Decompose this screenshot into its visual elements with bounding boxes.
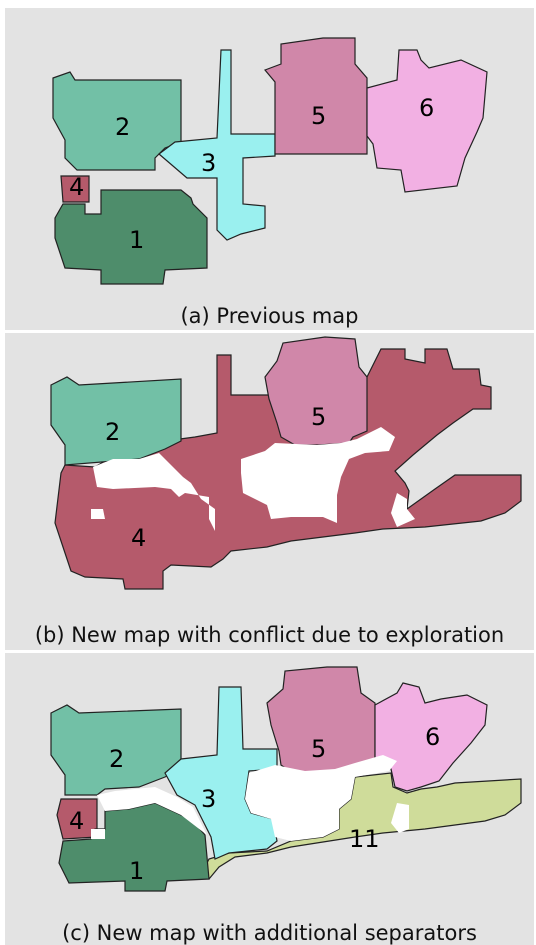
map-separated: 2 4 1 3 5 6 11 [50, 666, 522, 892]
panel-separated-map: 2 4 1 3 5 6 11 (c) New map with addition… [5, 653, 534, 945]
label-region-4: 4 [131, 524, 146, 552]
void-right [391, 803, 409, 833]
label-region-5: 5 [311, 102, 326, 130]
region-6 [374, 682, 488, 792]
void-center [241, 427, 395, 523]
region-1 [54, 189, 208, 285]
label-region-5: 5 [311, 735, 326, 763]
void-left [97, 787, 207, 835]
void-left [93, 453, 215, 531]
label-region-2: 2 [109, 745, 124, 773]
panel-conflict-map: 2 4 5 (b) New map with conflict due to e… [5, 333, 534, 650]
region-2 [52, 71, 182, 171]
void-center [245, 755, 397, 841]
label-region-6: 6 [425, 723, 440, 751]
label-region-3: 3 [201, 149, 216, 177]
label-region-11: 11 [349, 825, 380, 853]
label-region-5: 5 [311, 403, 326, 431]
caption-a: (a) Previous map [180, 304, 359, 328]
label-region-1: 1 [129, 226, 144, 254]
region-5 [264, 336, 368, 446]
region-2 [50, 704, 182, 796]
panel-previous-map: 2 4 1 3 5 6 (a) Previous map [5, 8, 534, 330]
region-4 [60, 175, 90, 203]
label-region-4: 4 [69, 807, 84, 835]
label-region-4: 4 [69, 173, 84, 201]
label-region-2: 2 [105, 418, 120, 446]
region-6 [366, 49, 488, 193]
caption-c: (c) New map with additional separators [62, 921, 477, 945]
region-5 [263, 37, 368, 155]
label-region-2: 2 [115, 113, 130, 141]
label-region-6: 6 [419, 94, 434, 122]
label-region-3: 3 [201, 785, 216, 813]
region-2 [50, 376, 182, 466]
void-small [91, 509, 105, 519]
region-3 [158, 49, 276, 241]
region-4 [56, 798, 98, 840]
caption-b: (b) New map with conflict due to explora… [34, 623, 505, 647]
map-previous: 2 4 1 3 5 6 [52, 37, 488, 285]
map-conflict: 2 4 5 [50, 336, 522, 590]
void-small [91, 829, 105, 839]
label-region-1: 1 [129, 857, 144, 885]
void-right [391, 493, 415, 527]
